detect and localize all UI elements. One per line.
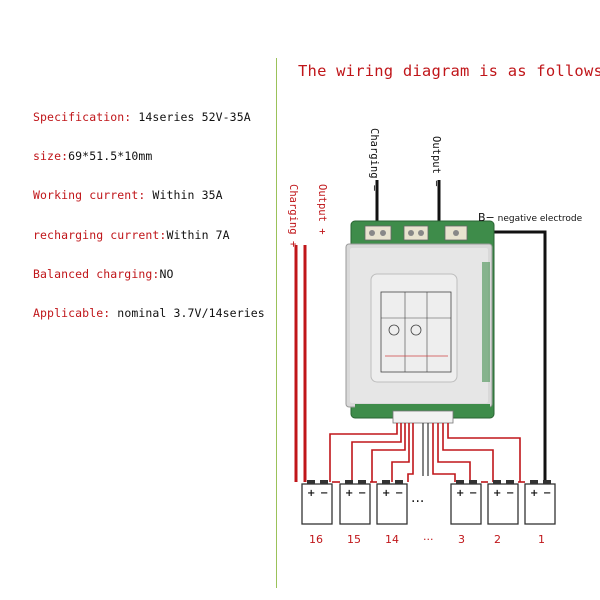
- balance-wires: [329, 423, 521, 482]
- cell-2: [487, 483, 519, 525]
- diagram-title: The wiring diagram is as follows: [298, 62, 600, 80]
- label-sticker: [370, 273, 458, 383]
- svg-text:+: +: [456, 488, 464, 499]
- svg-text:−: −: [506, 488, 514, 499]
- spec-specification: Specification: 14series 52V-35A: [33, 110, 251, 124]
- spec-label: recharging current:: [33, 228, 167, 242]
- spec-label: Specification:: [33, 110, 132, 124]
- spec-label: size:: [33, 149, 69, 163]
- terminal-p: [403, 225, 429, 241]
- terminal-c: [364, 225, 392, 241]
- divider-line: [276, 58, 278, 588]
- spec-label: Balanced charging:: [33, 267, 160, 281]
- svg-text:+: +: [530, 488, 538, 499]
- cells: [301, 483, 556, 525]
- cell-14: [376, 483, 408, 525]
- spec-value: 14series 52V-35A: [131, 110, 251, 124]
- b-minus-label: B− negative electrode: [478, 211, 582, 224]
- spec-value: nominal 3.7V/14series: [110, 306, 265, 320]
- label-charging-plus: Charging +: [287, 184, 299, 248]
- spec-working-current: Working current: Within 35A: [33, 188, 223, 202]
- svg-text:+: +: [307, 488, 315, 499]
- svg-text:−: −: [469, 488, 477, 499]
- svg-text:+: +: [345, 488, 353, 499]
- cell-3: [450, 483, 482, 525]
- cell-number-ellipsis: ···: [423, 533, 434, 546]
- label-output-minus: Output −: [430, 136, 442, 187]
- spec-label: Applicable:: [33, 306, 111, 320]
- cell-number-2: 2: [494, 533, 501, 546]
- balance-wires-dark: [422, 423, 429, 476]
- bms-board: [345, 220, 495, 424]
- cell-terminals: [307, 480, 551, 484]
- cells-ellipsis: ···: [411, 494, 425, 510]
- cell-number-14: 14: [385, 533, 399, 546]
- spec-value: 69*51.5*10mm: [68, 149, 153, 163]
- svg-text:−: −: [320, 488, 328, 499]
- svg-text:+: +: [493, 488, 501, 499]
- b-minus-desc: negative electrode: [494, 214, 583, 224]
- spec-recharging-current: recharging current:Within 7A: [33, 228, 230, 242]
- spec-value: Within 7A: [166, 228, 230, 242]
- svg-text:−: −: [358, 488, 366, 499]
- cell-16: [301, 483, 333, 525]
- spec-value: Within 35A: [145, 188, 223, 202]
- b-minus-text: B−: [478, 211, 495, 224]
- spec-value: NO: [159, 267, 174, 281]
- label-output-plus: Output +: [316, 184, 328, 235]
- spec-label: Working current:: [33, 188, 146, 202]
- svg-text:−: −: [395, 488, 403, 499]
- balance-connector: [392, 410, 454, 424]
- spec-applicable: Applicable: nominal 3.7V/14series: [33, 306, 265, 320]
- spec-balanced-charging: Balanced charging:NO: [33, 267, 174, 281]
- spec-size: size:69*51.5*10mm: [33, 149, 152, 163]
- label-charging-minus: Charging −: [368, 128, 380, 192]
- svg-text:+: +: [382, 488, 390, 499]
- cell-number-1: 1: [538, 533, 545, 546]
- cell-number-3: 3: [458, 533, 465, 546]
- svg-text:−: −: [543, 488, 551, 499]
- cell-15: [339, 483, 371, 525]
- cell-number-15: 15: [347, 533, 361, 546]
- cell-1: [524, 483, 556, 525]
- cell-polarity: +− +− +− +− +− +−: [307, 488, 551, 499]
- positive-wires: [294, 245, 307, 482]
- cell-number-16: 16: [309, 533, 323, 546]
